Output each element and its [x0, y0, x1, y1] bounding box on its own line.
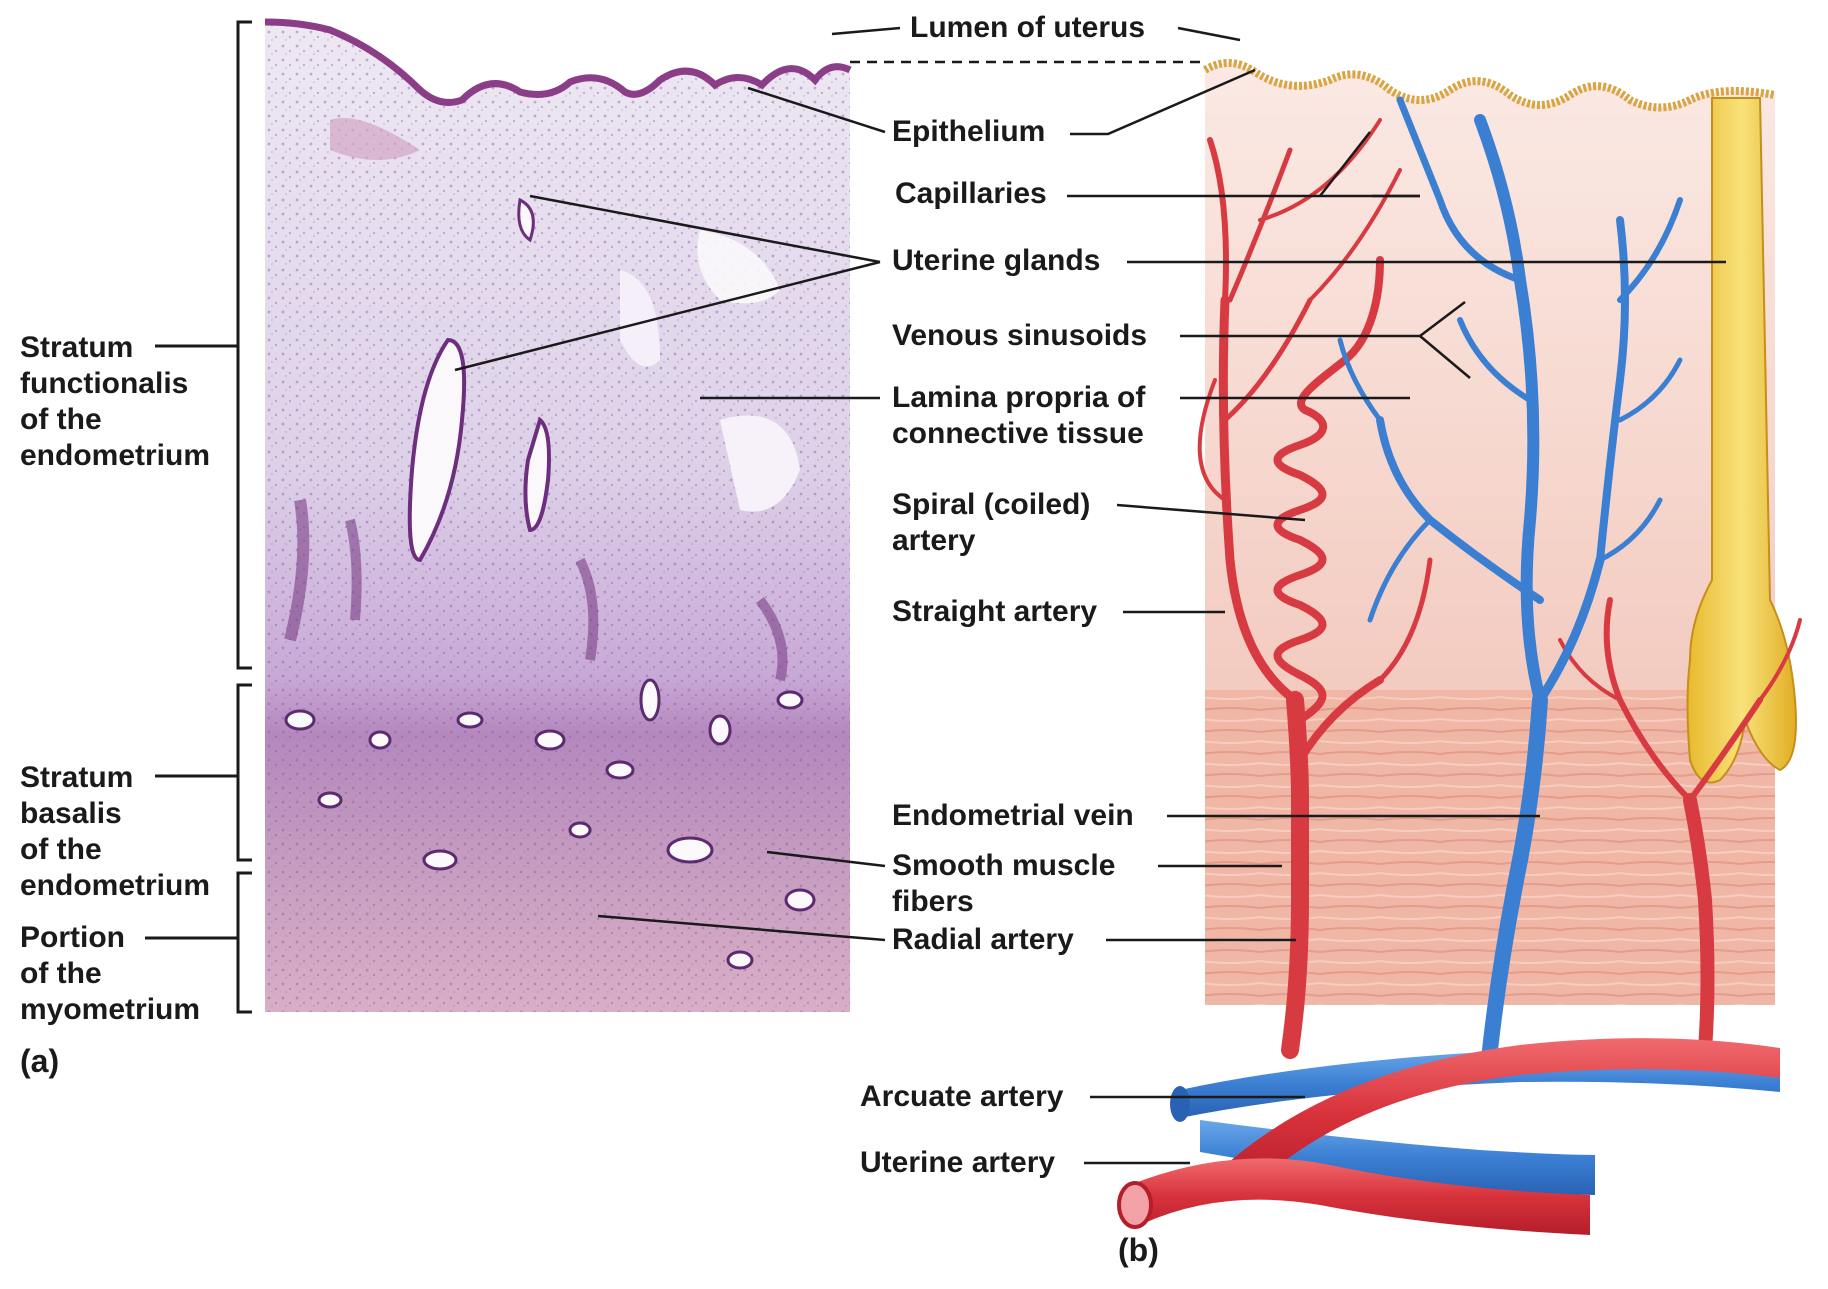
spiral-artery-line-1: Spiral (coiled) — [892, 488, 1091, 521]
stratum-functionalis-line-4: endometrium — [20, 439, 211, 472]
venous-sinusoids-label: Venous sinusoids — [892, 319, 1148, 352]
panel-a-tag: (a) — [20, 1043, 60, 1079]
leader-lines — [454, 26, 1726, 1165]
lamina-propria-line-2: connective tissue — [892, 417, 1144, 450]
myometrium-line-3: myometrium — [20, 993, 201, 1026]
layer-brackets — [145, 20, 252, 1014]
panel-b-tag: (b) — [1118, 1232, 1159, 1268]
lamina-propria-line-1: Lamina propria of — [892, 381, 1146, 414]
myometrium-line-1: Portion — [20, 921, 125, 954]
stratum-functionalis-line-3: of the — [20, 403, 102, 436]
stratum-basalis-label: Stratum basalis of the endometrium — [20, 760, 210, 904]
smooth-muscle-label: Smooth muscle fibers — [892, 848, 1115, 920]
stratum-basalis-line-4: endometrium — [20, 869, 211, 902]
straight-artery-label: Straight artery — [892, 595, 1098, 628]
uterine-glands-label: Uterine glands — [892, 244, 1101, 277]
stratum-functionalis-line-2: functionalis — [20, 367, 189, 400]
endometrial-vein-label: Endometrial vein — [892, 799, 1134, 832]
stratum-basalis-line-3: of the — [20, 833, 102, 866]
stratum-functionalis-line-1: Stratum — [20, 331, 134, 364]
epithelium-label: Epithelium — [892, 115, 1046, 148]
spiral-artery-label: Spiral (coiled) artery — [892, 487, 1090, 559]
venous-tree — [1337, 96, 1683, 1058]
lamina-propria-label: Lamina propria of connective tissue — [892, 380, 1145, 452]
arcuate-artery-label: Arcuate artery — [860, 1080, 1064, 1113]
myometrium-line-2: of the — [20, 957, 102, 990]
arterial-tree — [1197, 118, 1802, 1059]
stratum-basalis-line-1: Stratum — [20, 761, 134, 794]
smooth-muscle-line-1: Smooth muscle — [892, 849, 1116, 882]
stratum-basalis-line-2: basalis — [20, 797, 122, 830]
illustration-panel — [1117, 59, 1802, 1235]
lumen-of-uterus-label: Lumen of uterus — [910, 11, 1146, 44]
capillaries-label: Capillaries — [895, 177, 1047, 210]
radial-artery-label: Radial artery — [892, 923, 1074, 956]
spiral-artery-line-2: artery — [892, 524, 976, 557]
micrograph-panel — [264, 18, 852, 1012]
uterine-artery-label: Uterine artery — [860, 1146, 1056, 1179]
major-vessels — [1117, 1038, 1780, 1235]
myometrium-label: Portion of the myometrium — [20, 920, 200, 1028]
smooth-muscle-line-2: fibers — [892, 885, 974, 918]
stratum-functionalis-label: Stratum functionalis of the endometrium — [20, 330, 210, 474]
